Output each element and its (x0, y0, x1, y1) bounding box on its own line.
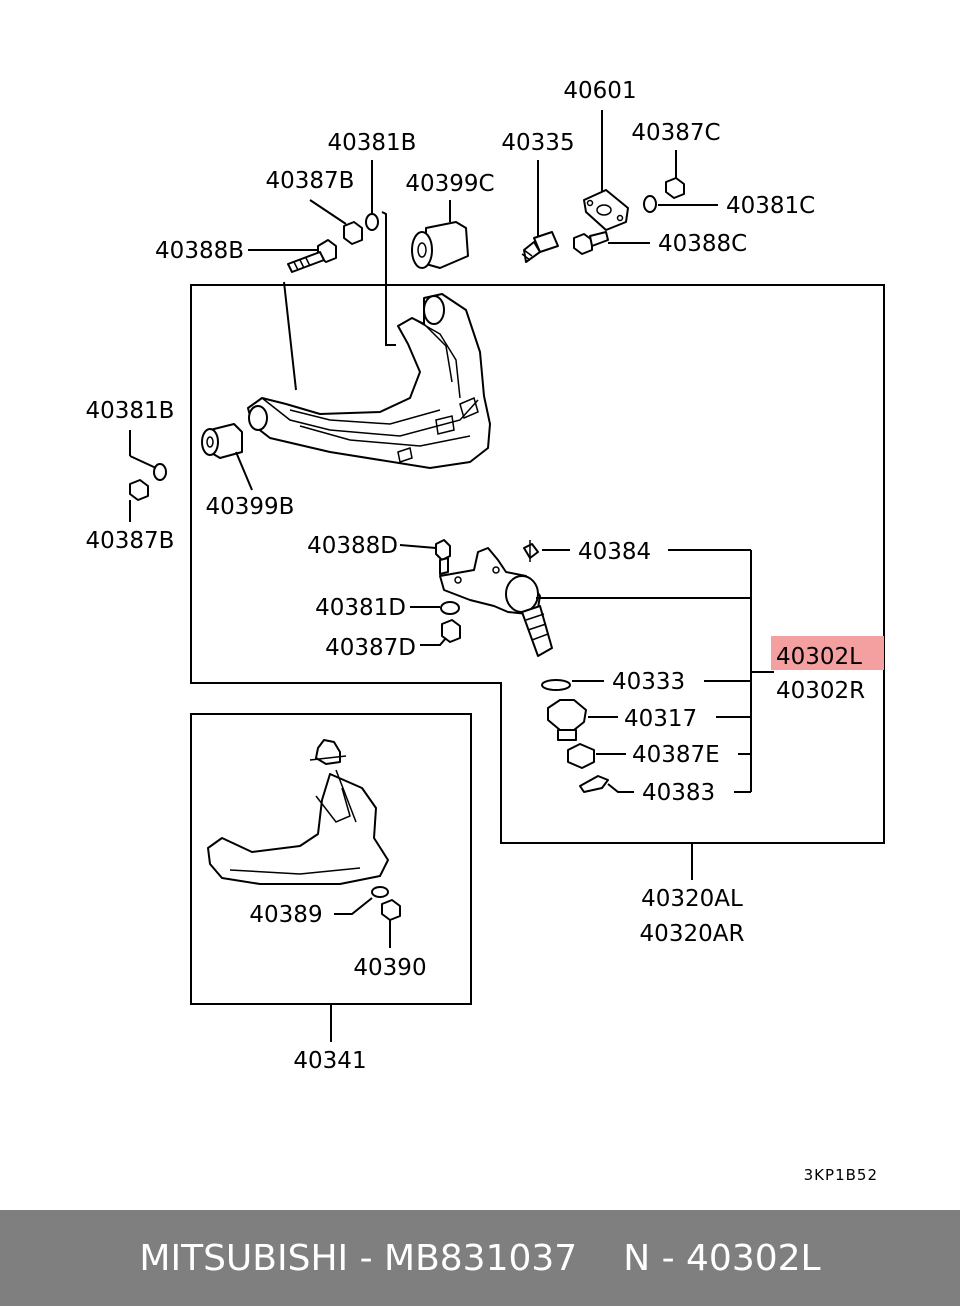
label-40388B: 40388B (155, 238, 244, 264)
label-40384: 40384 (578, 539, 651, 565)
washer-40381B-left (153, 463, 167, 481)
label-40333: 40333 (612, 669, 685, 695)
pin-40335 (521, 231, 559, 263)
label-40341: 40341 (293, 1048, 366, 1074)
label-40399B: 40399B (206, 494, 295, 520)
footer-brand-part: MITSUBISHI - MB831037 (139, 1237, 578, 1279)
label-40381D: 40381D (315, 595, 406, 621)
nut-40390 (381, 899, 401, 921)
label-40381B-left: 40381B (86, 398, 175, 424)
nut-40387E (567, 743, 595, 769)
label-40387B-left: 40387B (86, 528, 175, 554)
label-40389: 40389 (249, 902, 322, 928)
washer-40381D (440, 601, 460, 615)
diagram-code: 3KP1B52 (804, 1166, 878, 1184)
label-40320AL: 40320AL (641, 886, 743, 912)
nut-40387D (441, 619, 461, 643)
upper-control-arm (247, 293, 491, 469)
bolt-40388D (435, 539, 451, 575)
ball-joint-40302 (439, 547, 553, 657)
label-40601: 40601 (563, 78, 636, 104)
label-40335: 40335 (501, 130, 574, 156)
label-40383: 40383 (642, 780, 715, 806)
label-40317: 40317 (624, 706, 697, 732)
dust-cover-40317 (547, 699, 587, 741)
bolt-40388B (287, 239, 337, 273)
label-40320AR: 40320AR (640, 921, 745, 947)
cotter-pin-40383 (579, 775, 609, 793)
cover-40341 (207, 739, 389, 885)
bushing-40399B (201, 423, 243, 459)
label-40302R: 40302R (776, 678, 865, 704)
grease-fitting-40384 (523, 540, 539, 562)
label-40388C: 40388C (658, 231, 747, 257)
assembly-outline-40320 (190, 284, 885, 844)
footer-ref: N - 40302L (623, 1237, 821, 1279)
nut-40387B-top (343, 221, 363, 245)
label-40387B-top: 40387B (266, 168, 355, 194)
washer-40389 (371, 886, 389, 898)
label-40381C: 40381C (726, 193, 815, 219)
plate-40601 (583, 189, 629, 231)
washer-40381C (643, 195, 657, 213)
washer-40381B-top (365, 213, 379, 231)
label-40399C: 40399C (405, 171, 494, 197)
parts-diagram: 40601 40387C 40381C 40388C 40335 40381B … (86, 78, 885, 1184)
label-40302L: 40302L (776, 644, 862, 670)
label-40387C: 40387C (631, 120, 720, 146)
label-40387E: 40387E (632, 742, 720, 768)
label-40381B-top: 40381B (328, 130, 417, 156)
label-40388D: 40388D (307, 533, 398, 559)
label-40390: 40390 (353, 955, 426, 981)
footer-bar: MITSUBISHI - MB831037 N - 40302L (0, 1210, 960, 1306)
nut-40387C (665, 177, 685, 199)
nut-40387B-left (129, 479, 149, 501)
label-40387D: 40387D (325, 635, 416, 661)
bolt-40388C (573, 231, 609, 255)
bushing-40399C (411, 221, 469, 269)
highlight-40302L (771, 636, 884, 670)
snap-ring-40333 (541, 679, 571, 691)
